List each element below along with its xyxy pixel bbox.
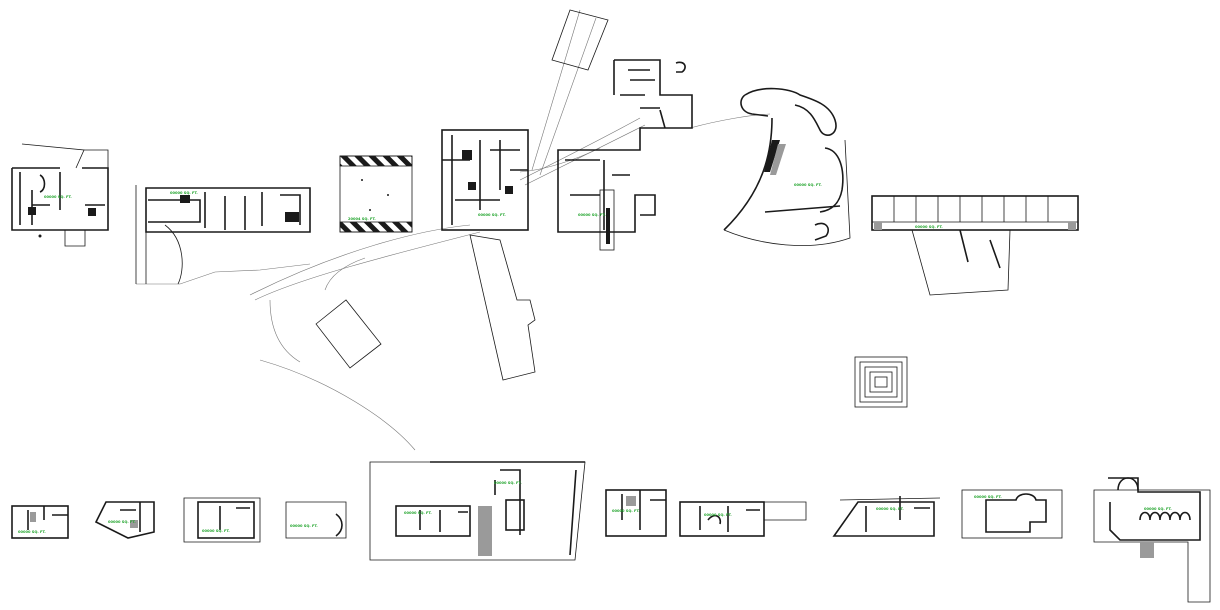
rotated-square-block — [315, 299, 382, 369]
floor-plan-small-3: 00000 SQ. FT. — [183, 497, 261, 543]
floor-plan-wing-block: 00000 SQ. FT. — [557, 59, 693, 251]
floor-plan-small-6: 00000 SQ. FT. — [605, 489, 667, 537]
floor-plan-hatched-block: 20004 SQ. FT. — [339, 155, 413, 233]
area-label: 00000 SQ. FT. — [202, 529, 230, 533]
area-label: 00000 SQ. FT. — [974, 495, 1002, 499]
area-label: 00000 SQ. FT. — [1144, 507, 1172, 511]
floor-plan-small-7: 00000 SQ. FT. — [679, 501, 807, 537]
floor-plan-small-9: 00000 SQ. FT. — [961, 489, 1063, 539]
area-label: 00000 SQ. FT. — [704, 513, 732, 517]
pyramid-plan — [854, 356, 908, 408]
area-label: 00000 SQ. FT. — [18, 530, 46, 534]
floor-plan-small-4: 00000 SQ. FT. — [285, 501, 347, 539]
area-label: 00000 SQ. FT. — [170, 191, 198, 195]
area-label: 00000 SQ. FT. — [44, 195, 72, 199]
area-label: 00000 SQ. FT. — [876, 507, 904, 511]
floor-plan-large-frame: 00000 SQ. FT. 00000 SQ. FT. — [369, 461, 586, 561]
area-label: 00000 SQ. FT. — [915, 225, 943, 229]
area-label: 00000 SQ. FT. — [578, 213, 606, 217]
area-label: 00000 SQ. FT. — [494, 481, 522, 485]
floor-plan-central-block: 00000 SQ. FT. — [441, 129, 536, 381]
area-label: 00000 SQ. FT. — [108, 520, 136, 524]
floor-plan-house-a: 00000 SQ. FT. — [11, 143, 109, 247]
area-label: 00000 SQ. FT. — [290, 524, 318, 528]
floor-plan-small-2: 00000 SQ. FT. — [94, 501, 155, 539]
area-label: 00000 SQ. FT. — [612, 509, 640, 513]
slanted-block-top — [551, 9, 609, 71]
area-label: 00000 SQ. FT. — [404, 511, 432, 515]
floor-plan-small-10: 00000 SQ. FT. — [1093, 477, 1211, 603]
area-label: 20004 SQ. FT. — [348, 217, 376, 221]
floor-plan-terrace-house: 00000 SQ. FT. — [135, 185, 311, 285]
area-label: 00000 SQ. FT. — [478, 213, 506, 217]
area-label: 00000 SQ. FT. — [794, 183, 822, 187]
floor-plan-small-8: 00000 SQ. FT. — [832, 496, 941, 537]
floor-plan-curved-hall: 00000 SQ. FT. — [723, 87, 851, 246]
floor-plan-dorm-bar: 00000 SQ. FT. — [871, 195, 1079, 296]
floor-plan-small-1: 00000 SQ. FT. — [11, 505, 69, 539]
